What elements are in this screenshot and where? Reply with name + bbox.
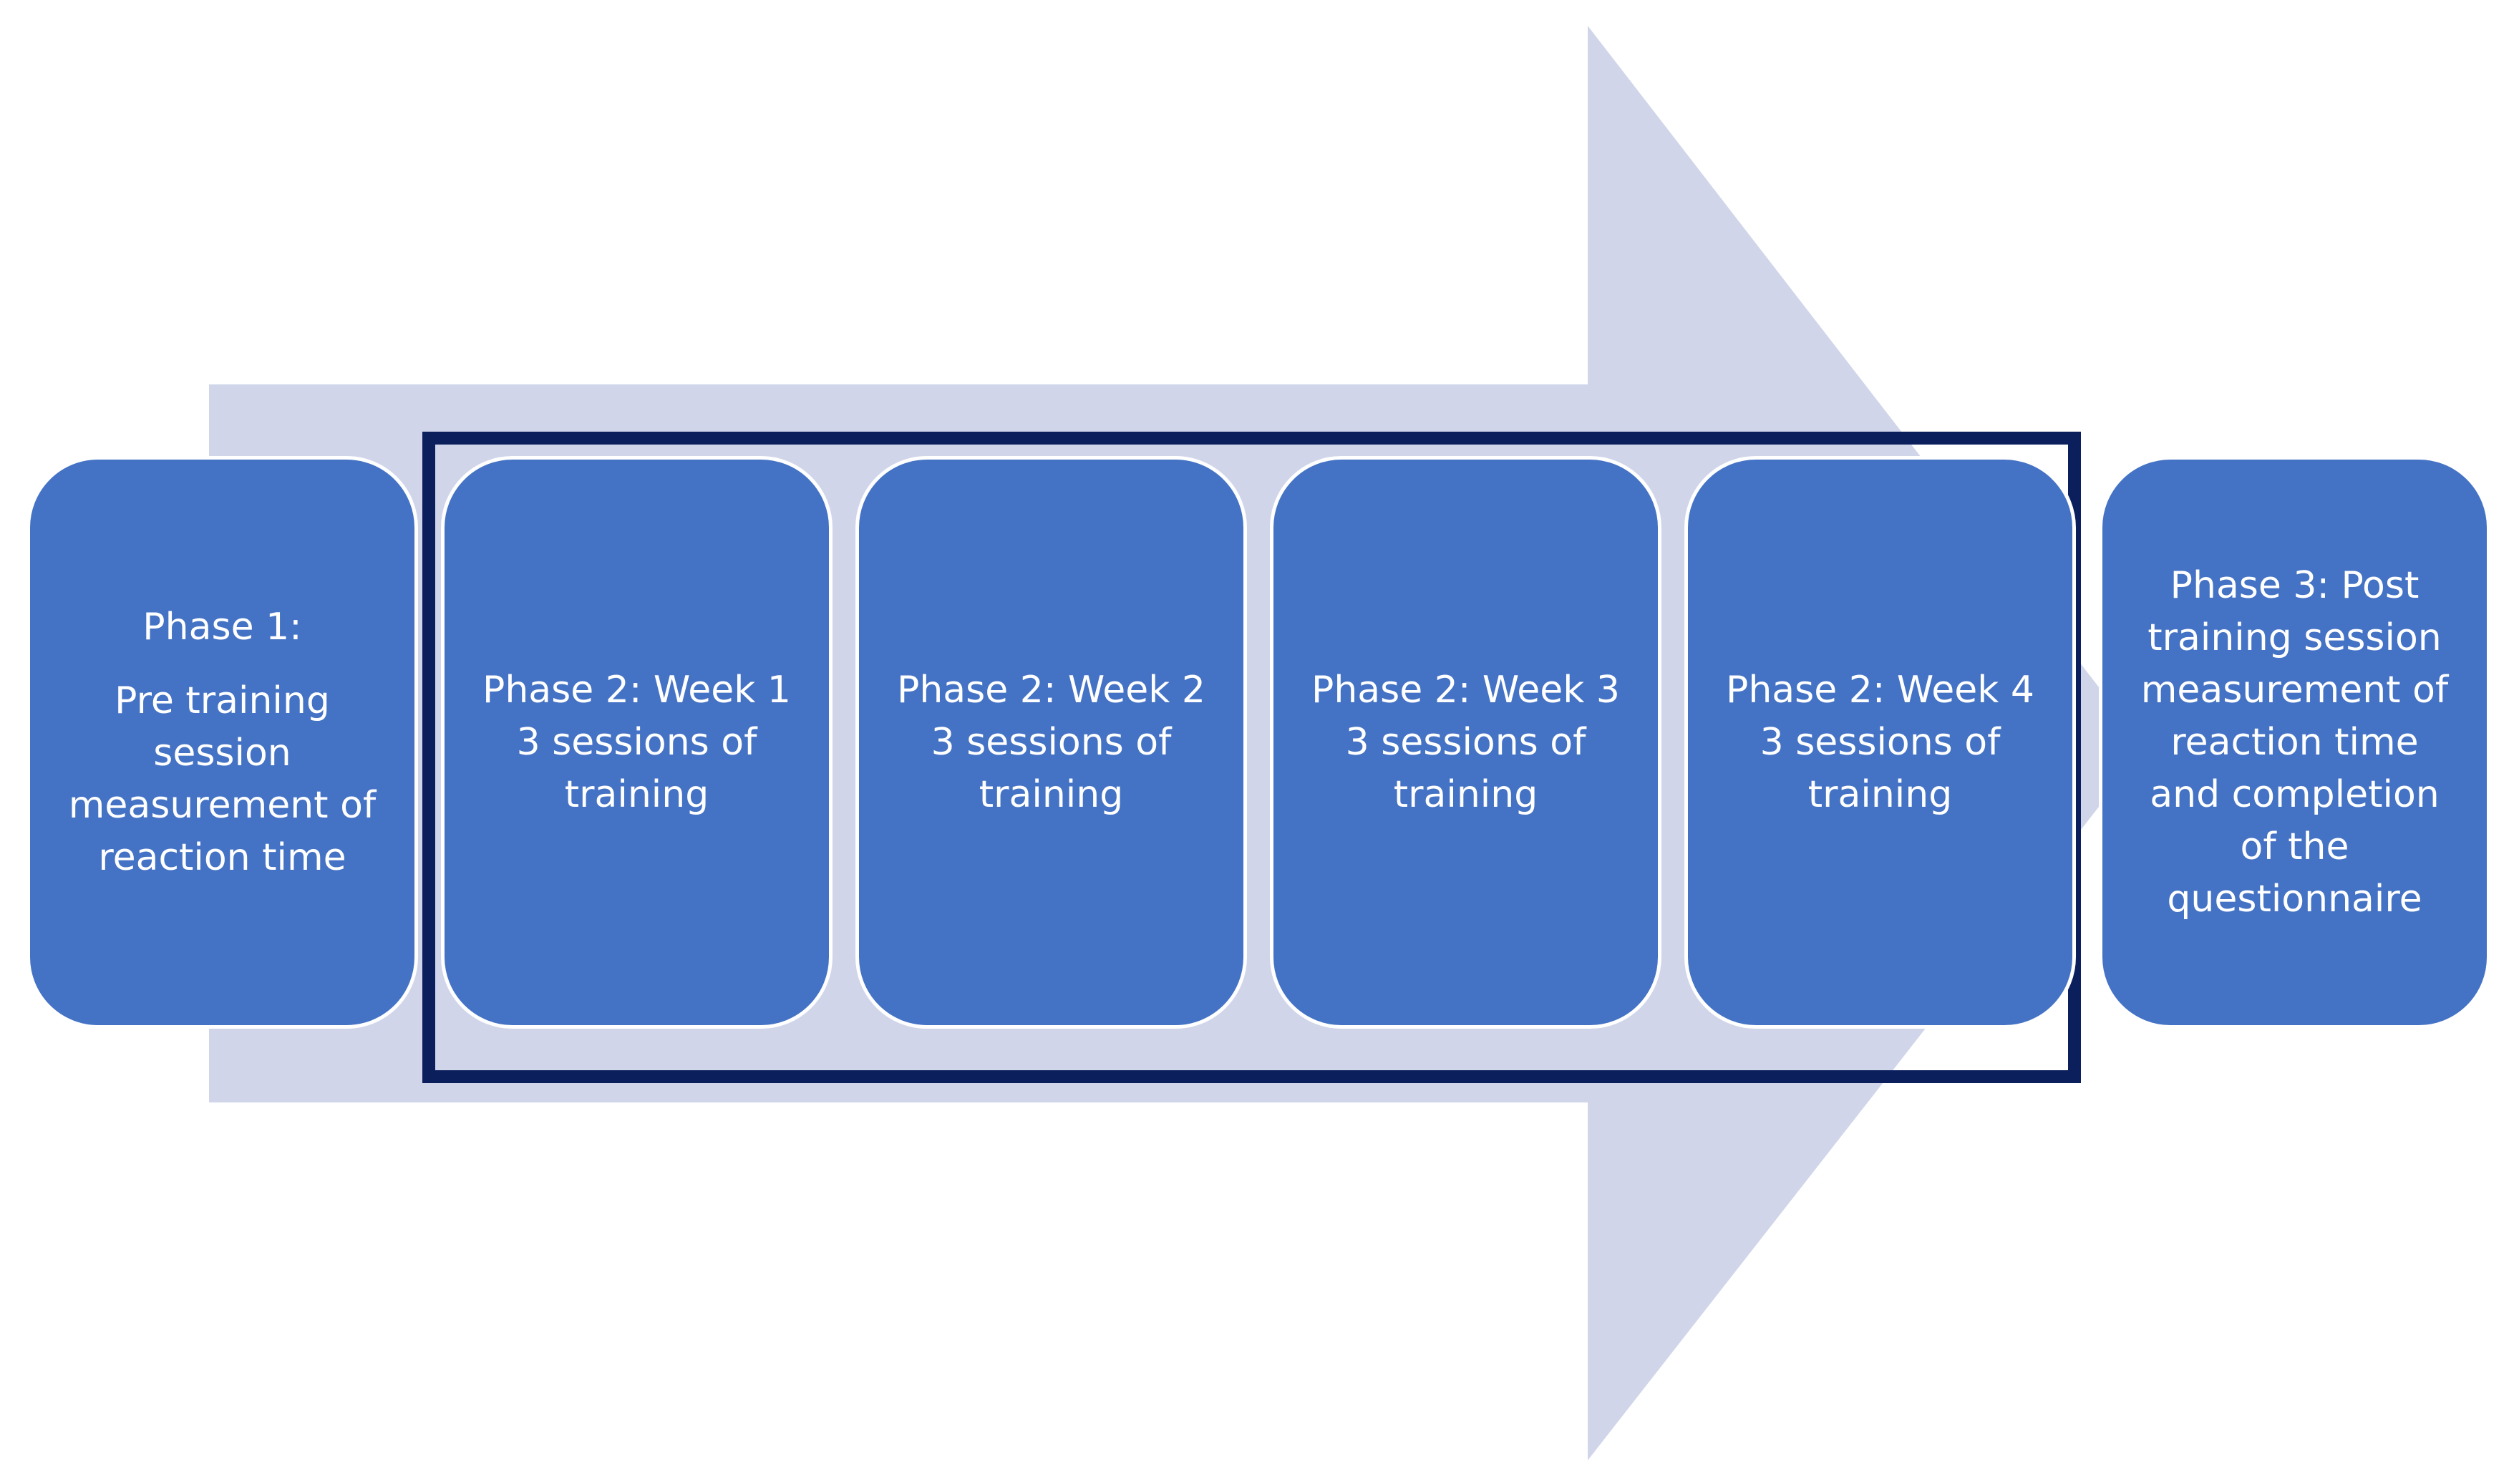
phase-2-week-1-heading: Phase 2: Week 1 [482,668,791,712]
phase-2-week-1-box: Phase 2: Week 1 3 sessions of training [441,456,833,1029]
phase-1-line: session [153,731,291,775]
phase-3-line: questionnaire [2167,877,2422,921]
phase-3-heading: Phase 3: Post [2170,563,2420,607]
phase-2-week-4-box: Phase 2: Week 4 3 sessions of training [1684,456,2076,1029]
phase-2-week-4-heading: Phase 2: Week 4 [1725,668,2034,712]
phase-3-line: reaction time [2170,720,2419,764]
phase-1-heading: Phase 1: [142,605,302,649]
phase-1-line: reaction time [98,835,346,879]
phase-2-week-3-line: 3 sessions of [1345,720,1586,764]
phase-2-week-3-heading: Phase 2: Week 3 [1311,668,1620,712]
phase-3-line: of the [2240,825,2349,868]
phase-1-line: Pre training [115,679,330,722]
phase-2-week-3-box: Phase 2: Week 3 3 sessions of training [1270,456,1661,1029]
phase-3-line: training session [2147,616,2442,659]
phase-3-line: measurement of [2140,668,2449,712]
phase-2-week-1-line: training [564,772,709,816]
phase-1-box: Phase 1: Pre training session measuremen… [26,456,418,1029]
phase-2-week-2-box: Phase 2: Week 2 3 sessions of training [855,456,1247,1029]
phase-2-week-2-heading: Phase 2: Week 2 [896,668,1205,712]
phase-3-box: Phase 3: Post training session measureme… [2099,456,2490,1029]
phase-2-week-4-line: training [1807,772,1953,816]
phase-2-week-2-line: 3 sessions of [931,720,1172,764]
phase-2-week-4-line: 3 sessions of [1760,720,2001,764]
phase-2-week-1-line: 3 sessions of [516,720,757,764]
phase-2-week-3-line: training [1393,772,1538,816]
phase-2-week-2-line: training [979,772,1124,816]
phase-1-line: measurement of [68,783,377,827]
phase-3-line: and completion [2150,772,2440,816]
